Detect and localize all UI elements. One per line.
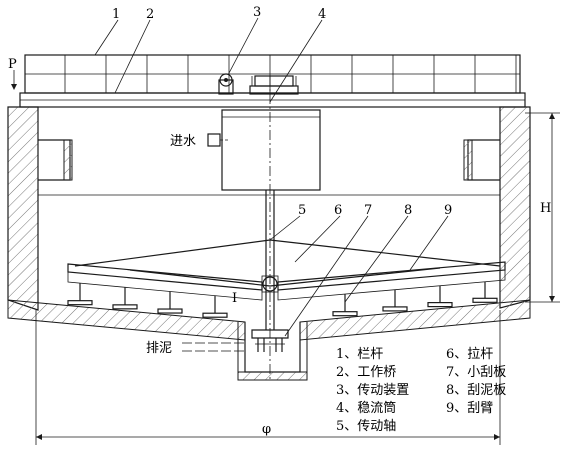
p-arrow [11, 70, 17, 90]
callout-leaders [94, 17, 449, 337]
sludge-label: 排泥 [146, 341, 172, 356]
scraper-plate [472, 297, 498, 303]
legend-5: 5、传动轴 [336, 419, 396, 434]
drive-shaft [261, 76, 279, 380]
tank-wall-right [463, 106, 531, 309]
diameter-label: φ [262, 422, 271, 437]
scraper-plate [332, 311, 358, 317]
legend-4: 4、稳流筒 [336, 400, 396, 416]
callout-1: 1 [112, 7, 120, 22]
inlet-label: 进水 [170, 134, 196, 149]
callout-6: 6 [334, 203, 342, 218]
legend-3: 3、传动装置 [336, 383, 409, 398]
railing [24, 54, 521, 94]
stilling-well [221, 109, 321, 191]
callout-5: 5 [298, 203, 306, 218]
scraper-plate [112, 304, 138, 310]
scraper-plate [202, 312, 228, 318]
scraper-arm-left [67, 263, 263, 301]
legend-6: 6、拉杆 [446, 347, 493, 362]
callout-4: 4 [318, 7, 326, 22]
callout-2: 2 [146, 7, 154, 22]
callout-3: 3 [253, 5, 261, 20]
height-dimension [525, 112, 560, 303]
inlet-pipe [207, 133, 230, 147]
callout-7: 7 [364, 203, 372, 218]
scraper-arm-right [277, 261, 506, 301]
height-label: H [540, 201, 551, 216]
callout-9: 9 [444, 203, 452, 218]
small-scraper [251, 329, 289, 352]
legend-9: 9、刮臂 [446, 401, 493, 416]
legend-1: 1、栏杆 [336, 347, 383, 362]
scraper-plate [382, 306, 408, 312]
drive-device [218, 73, 299, 95]
detail-label: I [232, 291, 237, 306]
tie-rods [74, 239, 501, 287]
legend-7: 7、小刮板 [446, 365, 506, 380]
tank-floor [7, 299, 531, 381]
sludge-pipe [182, 342, 245, 352]
legend-2: 2、工作桥 [336, 365, 396, 380]
diameter-dimension [35, 310, 501, 445]
tank-wall-left [7, 106, 73, 311]
p-label: P [8, 57, 17, 72]
working-bridge [19, 92, 526, 108]
scraper-plate [427, 302, 453, 308]
callout-8: 8 [404, 203, 412, 218]
scraper-plate [157, 308, 183, 314]
legend-8: 8、刮泥板 [446, 383, 506, 398]
scraper-plates [67, 281, 498, 318]
scraper-plate [67, 300, 93, 306]
